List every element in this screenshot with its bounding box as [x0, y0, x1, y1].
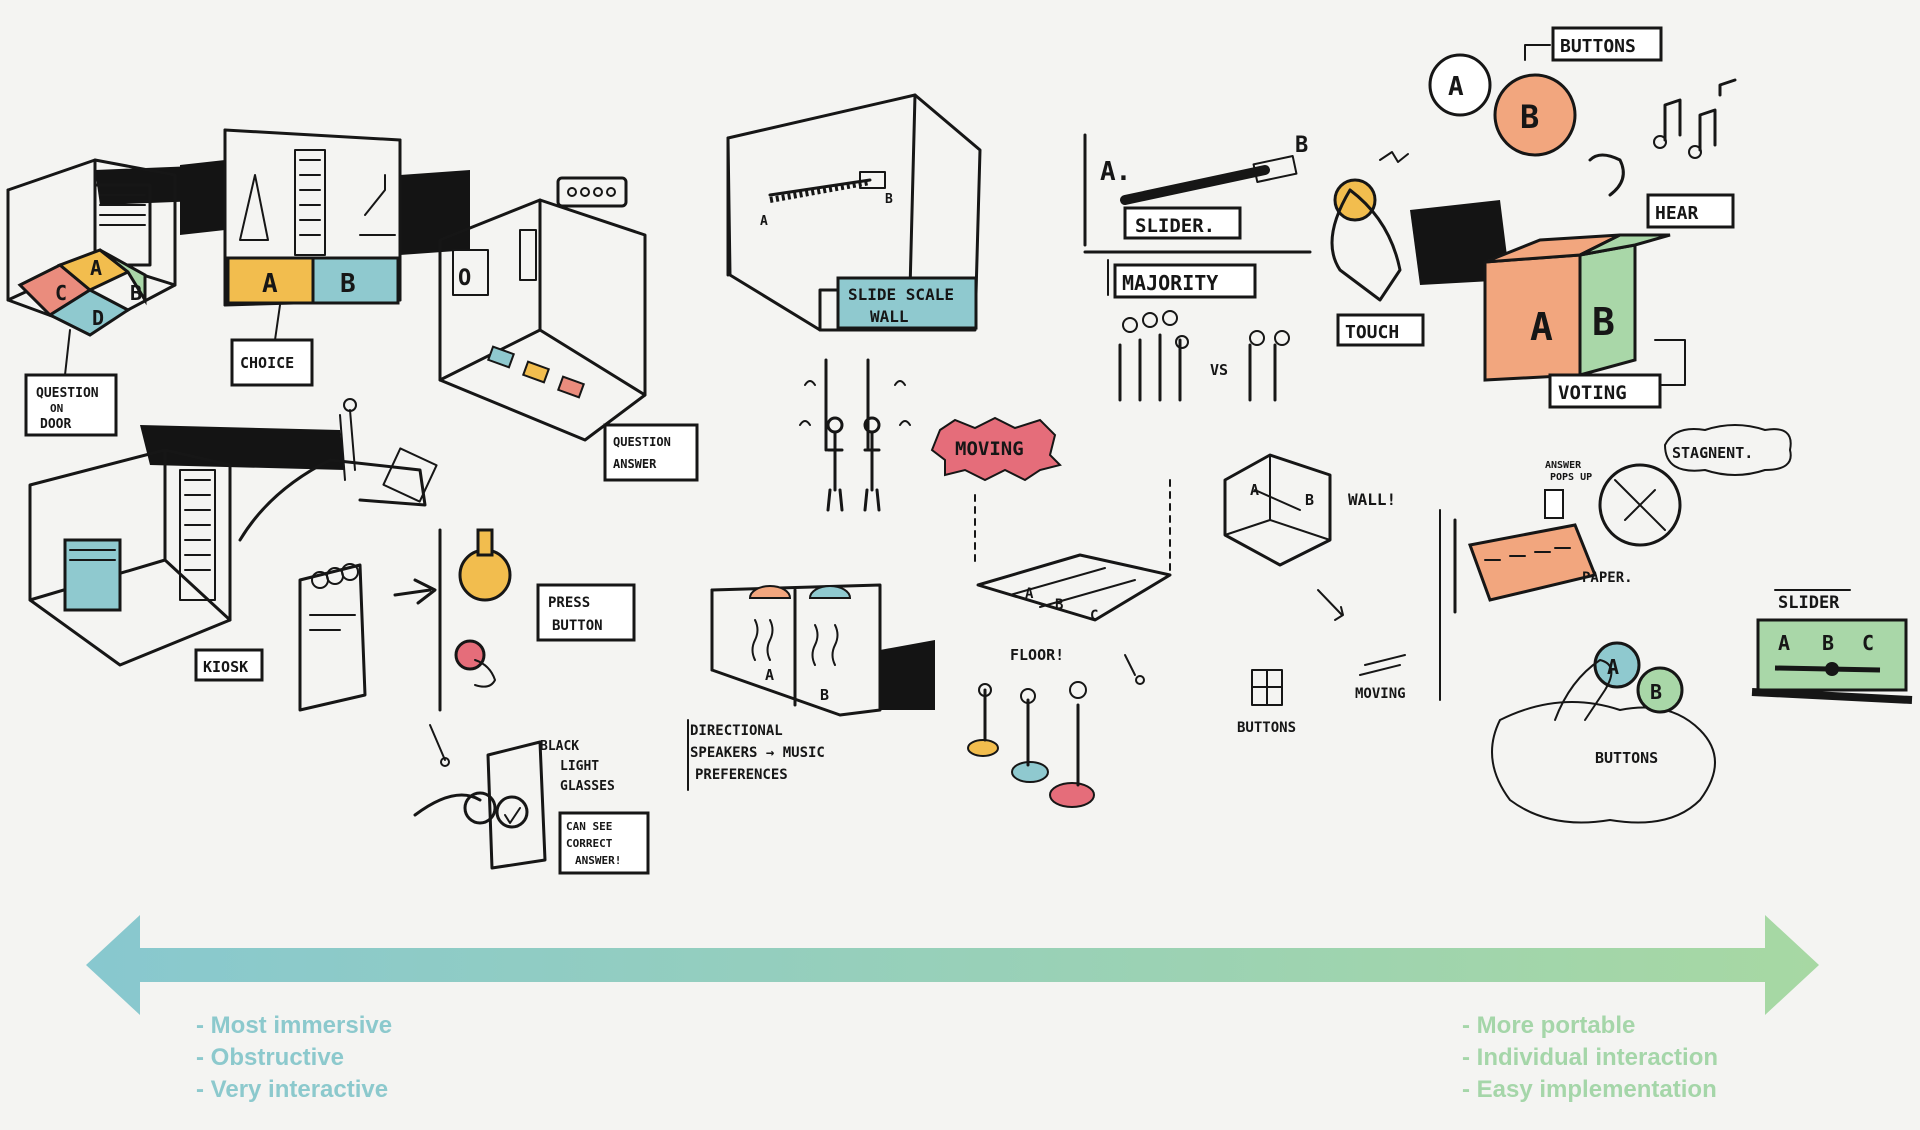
sketch-stagnent-paper: ANSWER POPS UP PAPER. STAGNENT. [1453, 424, 1792, 614]
sketch-question-on-door-room: C A B D QUESTION ON DOOR [6, 158, 225, 437]
letter-c: C [55, 281, 67, 305]
sketch-slider-right: SLIDER A B C [1751, 589, 1913, 704]
label-can-see-3: ANSWER! [575, 854, 621, 867]
label-question-answer-2: ANSWER [613, 457, 657, 471]
letter-c-slider-right: C [1862, 631, 1874, 655]
label-touch: TOUCH [1345, 322, 1399, 343]
notes-immersive-end: - Most immersive - Obstructive - Very in… [196, 1010, 392, 1106]
label-kiosk: KIOSK [203, 658, 248, 676]
label-voting: VOTING [1558, 382, 1627, 404]
letter-b-floor: B [1055, 597, 1063, 613]
label-question-answer-1: QUESTION [613, 435, 671, 449]
letter-o: O [458, 266, 471, 291]
label-vs: VS [1210, 361, 1228, 379]
letter-a-slide: A [760, 214, 768, 229]
note-very-interactive: - Very interactive [196, 1076, 389, 1103]
label-question-on-door-2: ON [50, 402, 63, 415]
label-moving-small: MOVING [1355, 686, 1406, 702]
label-stagnent: STAGNENT. [1672, 444, 1753, 462]
letter-a: A [90, 256, 102, 280]
note-easy-implementation: - Easy implementation [1462, 1076, 1717, 1103]
label-buttons-bottom: BUTTONS [1595, 749, 1658, 767]
letter-a-slider-right: A [1778, 631, 1790, 655]
label-slide-scale-1: SLIDE SCALE [848, 285, 954, 304]
sketch-choice-room: A B CHOICE [180, 128, 470, 387]
label-slider-right: SLIDER [1778, 593, 1840, 613]
letter-b-button: B [1520, 98, 1539, 136]
label-slide-scale-2: WALL [870, 307, 909, 326]
label-can-see-2: CORRECT [566, 837, 613, 850]
letter-a-choice: A [262, 269, 278, 299]
letter-b-cube: B [1592, 300, 1615, 344]
sketch-directional-speakers: A B DIRECTIONAL SPEAKERS → MUSIC PREFERE… [687, 583, 935, 791]
label-slider-a: SLIDER. [1135, 215, 1215, 237]
label-buttons-top: BUTTONS [1560, 36, 1636, 57]
letter-b-slide: B [885, 192, 893, 207]
spectrum-arrow [86, 915, 1819, 1015]
note-obstructive: - Obstructive [196, 1044, 345, 1071]
label-answer-pops-1: ANSWER [1545, 460, 1582, 471]
label-black-light-3: GLASSES [560, 779, 615, 794]
label-question-on-door-1: QUESTION [36, 386, 99, 401]
letter-a-cube: A [1530, 305, 1553, 349]
label-paper: PAPER. [1582, 570, 1633, 586]
letter-a-bottom: A [1607, 655, 1619, 679]
letter-b-wall: B [1305, 491, 1314, 509]
label-hear: HEAR [1655, 203, 1699, 224]
sketch-buttons-voting: A B BUTTONS HEAR A B VOTING [1410, 26, 1737, 409]
letter-b-bottom: B [1650, 680, 1662, 704]
letter-b-slider-right: B [1822, 631, 1834, 655]
label-question-on-door-3: DOOR [40, 417, 71, 432]
label-floor: FLOOR! [1010, 646, 1064, 664]
label-directional-1: DIRECTIONAL [690, 723, 783, 739]
letter-a-floor: A [1025, 586, 1034, 602]
note-individual-interaction: - Individual interaction [1462, 1044, 1719, 1071]
letter-d: D [92, 306, 104, 330]
label-directional-2: SPEAKERS → MUSIC [690, 745, 825, 761]
letter-b-choice: B [340, 269, 356, 299]
label-moving-burst: MOVING [955, 438, 1024, 460]
letter-c-floor: C [1090, 608, 1098, 624]
letter-a-wall: A [1250, 481, 1259, 499]
sketch-slide-scale-wall: A B SLIDE SCALE WALL [726, 93, 982, 512]
label-answer-pops-2: POPS UP [1550, 472, 1592, 483]
sketch-black-light-glasses: BLACK LIGHT GLASSES CAN SEE CORRECT ANSW… [413, 724, 650, 875]
label-wall: WALL! [1348, 490, 1396, 509]
sketch-question-answer-booth: O QUESTION ANSWER [438, 176, 699, 482]
label-buttons-small: BUTTONS [1237, 720, 1296, 736]
label-black-light-1: BLACK [540, 739, 579, 754]
label-choice: CHOICE [240, 354, 294, 372]
label-directional-3: PREFERENCES [695, 767, 788, 783]
sketch-buttons-bottom: A B BUTTONS [1491, 641, 1716, 824]
letter-a-speakers: A [765, 666, 774, 684]
letter-b-slider: B [1295, 133, 1308, 158]
letter-a-slider: A. [1100, 157, 1131, 187]
letter-a-button: A [1448, 72, 1464, 102]
label-can-see-1: CAN SEE [566, 820, 612, 833]
note-more-portable: - More portable [1462, 1012, 1636, 1039]
label-black-light-2: LIGHT [560, 759, 599, 774]
label-press-button-1: PRESS [548, 595, 590, 611]
letter-b-speakers: B [820, 686, 829, 704]
note-most-immersive: - Most immersive [196, 1012, 393, 1039]
letter-b: B [130, 281, 142, 305]
sketch-wall-cube: A B WALL! BUTTONS MOVING [1223, 453, 1441, 736]
sketch-kiosk-room: KIOSK [28, 398, 438, 682]
sketch-slider-majority: A. B SLIDER. MAJORITY VS TOUCH [1083, 133, 1425, 402]
label-majority: MAJORITY [1122, 271, 1218, 295]
sketch-moving-floor: MOVING A B C FLOOR! [930, 416, 1172, 808]
label-press-button-2: BUTTON [552, 618, 603, 634]
sketch-press-button: PRESS BUTTON [298, 528, 636, 712]
notes-portable-end: - More portable - Individual interaction… [1462, 1010, 1718, 1106]
